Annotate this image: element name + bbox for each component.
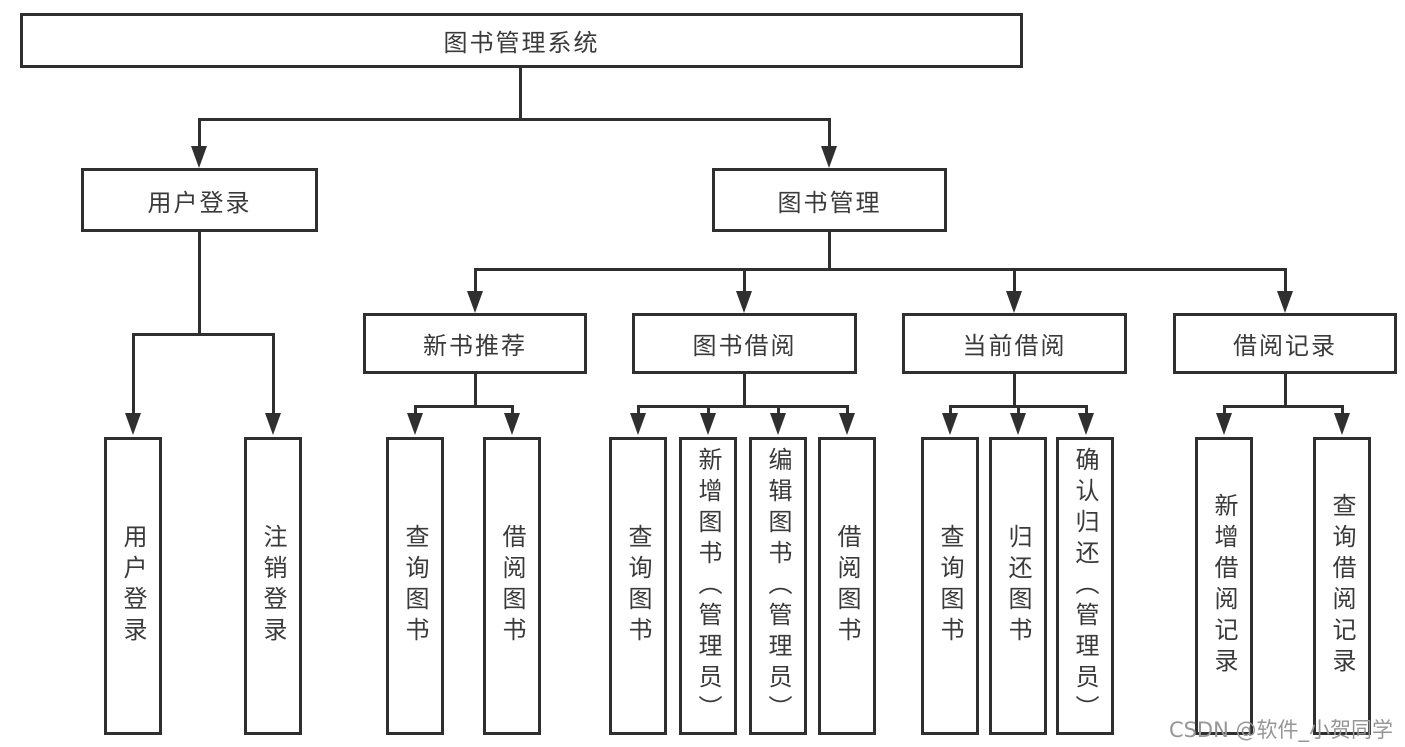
node-current-borrowing: 当前借阅 bbox=[902, 313, 1127, 374]
connector-new-book-fork bbox=[414, 405, 513, 408]
connector-stub-book-mgmt bbox=[828, 118, 831, 148]
leaf-bb-add-books-admin-label: 新增图书（管理员） bbox=[694, 446, 722, 726]
node-new-book-recommend: 新书推荐 bbox=[363, 313, 587, 374]
connector-stub-book-borrow bbox=[743, 268, 746, 293]
leaf-nb-borrow-books: 借阅图书 bbox=[483, 437, 541, 735]
leaf-br-add-record: 新增借阅记录 bbox=[1195, 437, 1253, 735]
arrow-borrow-record bbox=[1277, 291, 1293, 313]
leaf-bb-borrow-books-label: 借阅图书 bbox=[833, 524, 861, 648]
connector-stub-bb-query bbox=[637, 405, 640, 415]
leaf-cb-query-books: 查询图书 bbox=[921, 437, 979, 735]
arrow-current-borrow bbox=[1006, 291, 1022, 313]
connector-root-drop bbox=[519, 68, 522, 120]
connector-borrow-record-fork bbox=[1223, 405, 1343, 408]
connector-stub-leaf-login bbox=[132, 333, 135, 415]
arrow-new-book bbox=[467, 291, 483, 313]
node-book-borrowing: 图书借阅 bbox=[632, 313, 857, 374]
arrow-book-mgmt bbox=[821, 146, 837, 168]
leaf-nb-borrow-books-label: 借阅图书 bbox=[498, 524, 526, 648]
connector-stub-bb-borrow bbox=[846, 405, 849, 415]
connector-stub-cb-return bbox=[1017, 405, 1020, 415]
connector-stub-cb-confirm bbox=[1085, 405, 1088, 415]
leaf-bb-edit-books-admin: 编辑图书（管理员） bbox=[749, 437, 807, 735]
connector-user-login-fork bbox=[132, 333, 274, 336]
arrow-leaf-logout bbox=[265, 413, 281, 435]
connector-stub-bb-add bbox=[707, 405, 710, 415]
arrow-nb-borrow bbox=[504, 413, 520, 435]
arrow-bb-query bbox=[630, 413, 646, 435]
node-user-login-label: 用户登录 bbox=[147, 188, 252, 217]
connector-stub-current-borrow bbox=[1013, 268, 1016, 293]
arrow-bb-borrow bbox=[839, 413, 855, 435]
leaf-cb-confirm-return-admin-label: 确认归还（管理员） bbox=[1071, 446, 1099, 726]
arrow-bb-add bbox=[700, 413, 716, 435]
connector-stub-nb-borrow bbox=[511, 405, 514, 415]
csdn-watermark: CSDN @软件_小贺同学 bbox=[1168, 718, 1393, 742]
leaf-bb-query-books: 查询图书 bbox=[609, 437, 667, 735]
leaf-cb-return-books: 归还图书 bbox=[989, 437, 1047, 735]
leaf-user-login-label: 用户登录 bbox=[119, 524, 147, 648]
connector-stub-br-add bbox=[1223, 405, 1226, 415]
node-user-login: 用户登录 bbox=[81, 168, 318, 232]
connector-current-borrow-drop bbox=[1013, 374, 1016, 408]
node-borrowing-records-label: 借阅记录 bbox=[1233, 332, 1337, 360]
node-borrowing-records: 借阅记录 bbox=[1173, 313, 1397, 374]
node-book-management-label: 图书管理 bbox=[777, 188, 882, 217]
leaf-bb-query-books-label: 查询图书 bbox=[624, 524, 652, 648]
connector-stub-bb-edit bbox=[777, 405, 780, 415]
arrow-leaf-login bbox=[125, 413, 141, 435]
arrow-user-login bbox=[191, 146, 207, 168]
arrow-bb-edit bbox=[770, 413, 786, 435]
node-new-book-recommend-label: 新书推荐 bbox=[423, 332, 527, 360]
node-root-label: 图书管理系统 bbox=[443, 29, 600, 57]
leaf-cb-return-books-label: 归还图书 bbox=[1004, 524, 1032, 648]
arrow-book-borrow bbox=[736, 291, 752, 313]
leaf-bb-add-books-admin: 新增图书（管理员） bbox=[679, 437, 737, 735]
connector-stub-nb-query bbox=[414, 405, 417, 415]
node-current-borrowing-label: 当前借阅 bbox=[962, 332, 1067, 360]
arrow-br-add bbox=[1216, 413, 1232, 435]
node-book-borrowing-label: 图书借阅 bbox=[692, 332, 797, 360]
connector-stub-leaf-logout bbox=[272, 333, 275, 415]
node-root: 图书管理系统 bbox=[20, 13, 1023, 68]
arrow-cb-query bbox=[942, 413, 958, 435]
connector-book-borrow-fork bbox=[637, 405, 848, 408]
connector-stub-new-book bbox=[474, 268, 477, 293]
connector-user-login-drop bbox=[198, 232, 201, 336]
leaf-br-add-record-label: 新增借阅记录 bbox=[1210, 493, 1238, 679]
arrow-cb-confirm bbox=[1078, 413, 1094, 435]
connector-stub-user-login bbox=[198, 118, 201, 148]
leaf-br-query-record-label: 查询借阅记录 bbox=[1328, 493, 1356, 679]
connector-level2-rail bbox=[198, 118, 831, 121]
arrow-nb-query bbox=[407, 413, 423, 435]
connector-borrow-record-drop bbox=[1284, 374, 1287, 408]
connector-stub-br-query bbox=[1341, 405, 1344, 415]
connector-book-mgmt-drop bbox=[828, 232, 831, 270]
leaf-logout: 注销登录 bbox=[244, 437, 302, 735]
node-book-management: 图书管理 bbox=[712, 168, 947, 232]
connector-new-book-drop bbox=[474, 374, 477, 408]
leaf-br-query-record: 查询借阅记录 bbox=[1313, 437, 1371, 735]
connector-book-borrow-drop bbox=[743, 374, 746, 408]
leaf-cb-confirm-return-admin: 确认归还（管理员） bbox=[1056, 437, 1114, 735]
connector-level3-rail bbox=[474, 268, 1286, 271]
leaf-cb-query-books-label: 查询图书 bbox=[936, 524, 964, 648]
leaf-user-login: 用户登录 bbox=[104, 437, 162, 735]
leaf-bb-edit-books-admin-label: 编辑图书（管理员） bbox=[764, 446, 792, 726]
arrow-br-query bbox=[1334, 413, 1350, 435]
arrow-cb-return bbox=[1010, 413, 1026, 435]
connector-stub-borrow-record bbox=[1284, 268, 1287, 293]
connector-stub-cb-query bbox=[949, 405, 952, 415]
leaf-logout-label: 注销登录 bbox=[259, 524, 287, 648]
leaf-bb-borrow-books: 借阅图书 bbox=[818, 437, 876, 735]
leaf-nb-query-books-label: 查询图书 bbox=[401, 524, 429, 648]
leaf-nb-query-books: 查询图书 bbox=[386, 437, 444, 735]
